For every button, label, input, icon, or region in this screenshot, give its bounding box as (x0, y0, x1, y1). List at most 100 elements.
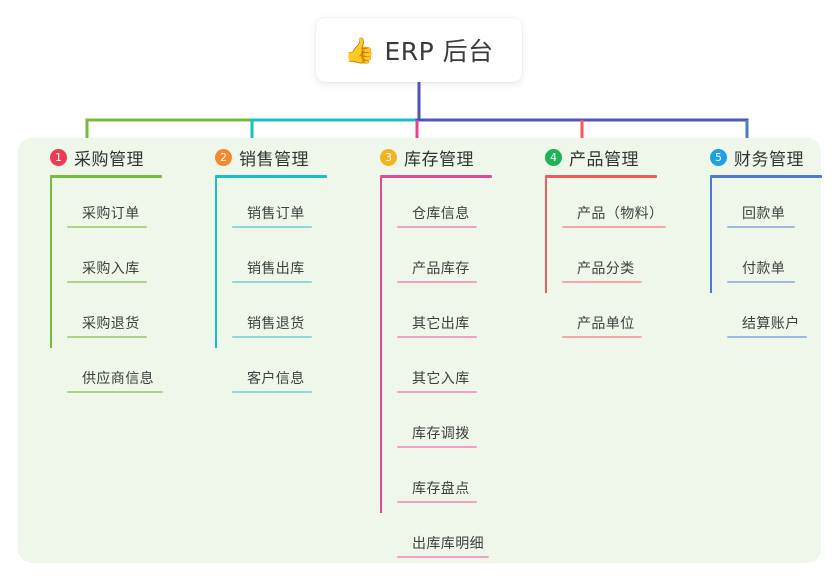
leaf-underline (562, 226, 666, 228)
leaf-node[interactable]: 结算账户 (710, 288, 822, 343)
diagram-panel (18, 138, 821, 563)
branch-badge-2: 2 (215, 148, 232, 166)
leaf-label: 产品库存 (412, 261, 470, 277)
leaf-label: 产品单位 (577, 316, 635, 332)
leaf-label: 结算账户 (742, 316, 800, 332)
branch-title-1: 采购管理 (74, 149, 144, 170)
leaf-label: 付款单 (742, 261, 786, 277)
leaf-node[interactable]: 库存调拨 (380, 398, 492, 453)
branch-leaf-list-3: 仓库信息产品库存其它出库其它入库库存调拨库存盘点出库库明细 (364, 178, 492, 563)
thumbs-up-icon: 👍 (344, 35, 376, 65)
leaf-node[interactable]: 采购退货 (50, 288, 162, 343)
leaf-node[interactable]: 产品库存 (380, 233, 492, 288)
branch-column-2: 2 销售管理销售订单销售出库销售退货客户信息 (199, 144, 327, 398)
leaf-label: 库存盘点 (412, 481, 470, 497)
leaf-underline (67, 336, 147, 338)
branch-underline-3 (380, 175, 492, 178)
branch-column-5: 5 财务管理回款单付款单结算账户 (694, 144, 822, 343)
leaf-underline (67, 226, 147, 228)
branch-leaf-list-4: 产品（物料） 产品分类产品单位 (529, 178, 666, 343)
leaf-label: 产品（物料） (577, 206, 664, 222)
leaf-label: 库存调拨 (412, 426, 470, 442)
leaf-node[interactable]: 产品（物料） (545, 178, 666, 233)
root-title: ERP 后台 (384, 37, 494, 66)
branch-underline-5 (710, 175, 822, 178)
branch-header-2[interactable]: 2 销售管理 (199, 144, 327, 170)
leaf-underline (397, 281, 477, 283)
branch-spine-2 (215, 178, 217, 348)
leaf-label: 销售出库 (247, 261, 305, 277)
leaf-underline (397, 556, 489, 558)
leaf-underline (232, 336, 312, 338)
leaf-node[interactable]: 销售退货 (215, 288, 327, 343)
leaf-label: 回款单 (742, 206, 786, 222)
leaf-underline (67, 281, 147, 283)
leaf-node[interactable]: 销售出库 (215, 233, 327, 288)
leaf-label: 产品分类 (577, 261, 635, 277)
leaf-label: 客户信息 (247, 371, 305, 387)
leaf-label: 采购入库 (82, 261, 140, 277)
leaf-underline (397, 336, 477, 338)
branch-leaf-list-5: 回款单付款单结算账户 (694, 178, 822, 343)
branch-title-2: 销售管理 (239, 149, 309, 170)
leaf-node[interactable]: 回款单 (710, 178, 822, 233)
branch-underline-4 (545, 175, 657, 178)
branch-badge-1: 1 (50, 148, 67, 166)
leaf-node[interactable]: 付款单 (710, 233, 822, 288)
branch-badge-5: 5 (710, 148, 727, 166)
leaf-label: 其它出库 (412, 316, 470, 332)
leaf-label: 出库库明细 (412, 536, 484, 552)
leaf-node[interactable]: 产品单位 (545, 288, 657, 343)
leaf-node[interactable]: 出库库明细 (380, 508, 492, 563)
branch-column-1: 1 采购管理采购订单采购入库采购退货供应商信息 (34, 144, 163, 398)
leaf-underline (397, 391, 477, 393)
branch-title-3: 库存管理 (404, 149, 474, 170)
branch-spine-5 (710, 178, 712, 293)
leaf-underline (562, 336, 642, 338)
root-node[interactable]: 👍 ERP 后台 (316, 18, 522, 82)
leaf-underline (232, 226, 312, 228)
leaf-label: 其它入库 (412, 371, 470, 387)
leaf-node[interactable]: 产品分类 (545, 233, 657, 288)
branch-header-1[interactable]: 1 采购管理 (34, 144, 162, 170)
leaf-underline (232, 391, 312, 393)
branch-header-5[interactable]: 5 财务管理 (694, 144, 822, 170)
leaf-node[interactable]: 其它出库 (380, 288, 492, 343)
branch-spine-3 (380, 178, 382, 513)
leaf-underline (562, 281, 642, 283)
leaf-node[interactable]: 库存盘点 (380, 453, 492, 508)
leaf-label: 仓库信息 (412, 206, 470, 222)
branch-spine-4 (545, 178, 547, 293)
leaf-node[interactable]: 客户信息 (215, 343, 327, 398)
leaf-underline (727, 226, 795, 228)
branch-column-3: 3 库存管理仓库信息产品库存其它出库其它入库库存调拨库存盘点出库库明细 (364, 144, 492, 563)
branch-badge-3: 3 (380, 148, 397, 166)
branch-title-4: 产品管理 (569, 149, 639, 170)
leaf-node[interactable]: 供应商信息 (50, 343, 163, 398)
branch-underline-1 (50, 175, 162, 178)
leaf-underline (232, 281, 312, 283)
branch-leaf-list-1: 采购订单采购入库采购退货供应商信息 (34, 178, 163, 398)
leaf-label: 采购退货 (82, 316, 140, 332)
leaf-node[interactable]: 采购订单 (50, 178, 162, 233)
leaf-node[interactable]: 销售订单 (215, 178, 327, 233)
branch-title-5: 财务管理 (734, 149, 804, 170)
branch-underline-2 (215, 175, 327, 178)
leaf-label: 采购订单 (82, 206, 140, 222)
leaf-node[interactable]: 仓库信息 (380, 178, 492, 233)
leaf-underline (727, 336, 807, 338)
branch-header-3[interactable]: 3 库存管理 (364, 144, 492, 170)
leaf-underline (397, 501, 477, 503)
leaf-label: 销售退货 (247, 316, 305, 332)
leaf-label: 销售订单 (247, 206, 305, 222)
leaf-underline (67, 391, 163, 393)
leaf-underline (727, 281, 795, 283)
branch-badge-4: 4 (545, 148, 562, 166)
leaf-node[interactable]: 采购入库 (50, 233, 162, 288)
branch-header-4[interactable]: 4 产品管理 (529, 144, 657, 170)
leaf-node[interactable]: 其它入库 (380, 343, 492, 398)
branch-column-4: 4 产品管理产品（物料） 产品分类产品单位 (529, 144, 666, 343)
leaf-underline (397, 446, 477, 448)
branch-leaf-list-2: 销售订单销售出库销售退货客户信息 (199, 178, 327, 398)
